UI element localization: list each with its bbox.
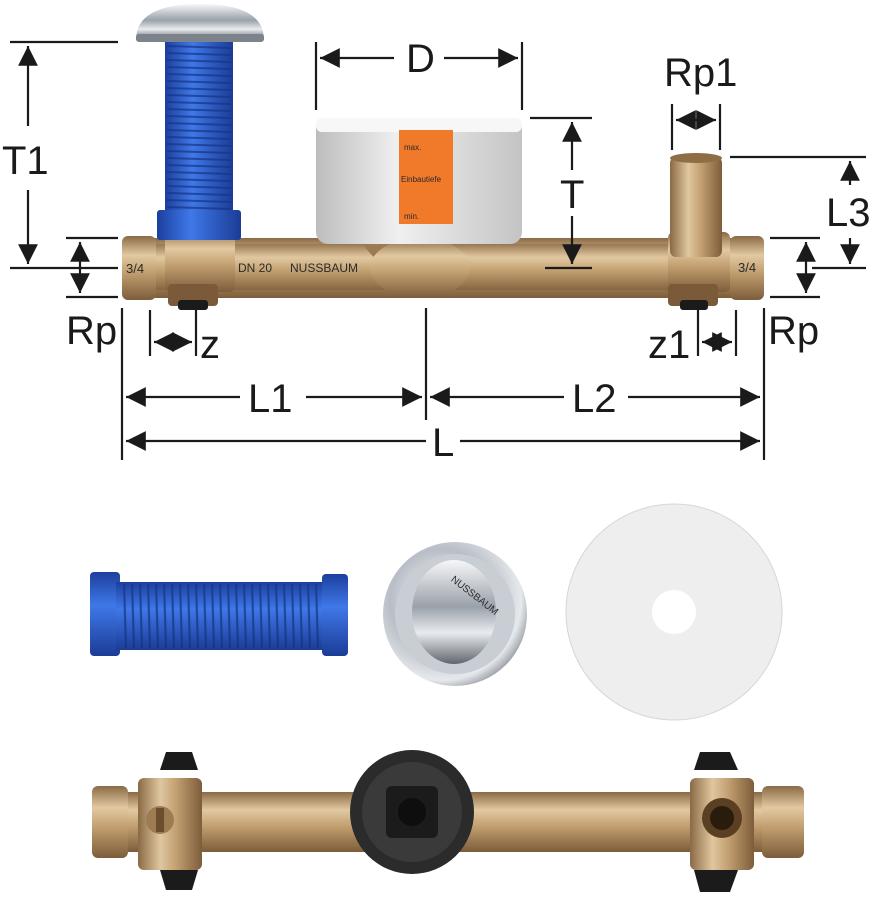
sleeve-rib xyxy=(178,583,184,649)
sleeve-rib xyxy=(166,185,232,189)
sleeve-rib xyxy=(130,583,136,649)
sleeve-rib xyxy=(166,164,232,168)
depth-label-einbautiefe: Einbautiefe xyxy=(401,175,442,184)
sleeve-rib xyxy=(306,583,312,649)
sleeve-rib xyxy=(166,108,232,112)
depth-label-min: min. xyxy=(404,212,419,221)
depth-label-orange xyxy=(399,130,453,224)
dim-label-t1: T1 xyxy=(2,139,49,183)
sleeve-rib xyxy=(242,583,248,649)
sleeve-rib xyxy=(218,583,224,649)
sleeve-rib xyxy=(166,115,232,119)
sleeve-rib xyxy=(166,192,232,196)
blue-sleeve-vertical xyxy=(157,38,241,240)
dim-label-z1: z1 xyxy=(648,323,690,367)
sleeve-rib xyxy=(186,583,192,649)
dim-label-rp-left: Rp xyxy=(66,309,117,353)
sleeve-rib xyxy=(166,143,232,147)
sleeve-rib xyxy=(166,171,232,175)
body-marking-left-thread: 3/4 xyxy=(126,261,144,276)
dim-label-rp1: Rp1 xyxy=(664,51,737,95)
insulation-disc xyxy=(565,503,783,721)
body-marking-dn: DN 20 xyxy=(238,261,272,275)
sleeve-rib xyxy=(170,583,176,649)
sleeve-rib xyxy=(266,583,272,649)
sleeve-rib xyxy=(166,73,232,77)
sleeve-rib xyxy=(234,583,240,649)
dimension-lines: T1 Rp D T Rp1 L3 Rp xyxy=(2,37,871,465)
body-marking-brand: NUSSBAUM xyxy=(290,261,358,275)
sleeve-rib xyxy=(166,66,232,70)
chrome-rosette: NUSSBAUM xyxy=(383,542,527,686)
dim-label-rp-right: Rp xyxy=(768,309,819,353)
body-marking-right-thread: 3/4 xyxy=(738,260,756,275)
mounting-clip-left xyxy=(168,284,218,310)
sleeve-rib xyxy=(166,129,232,133)
mounting-clip-right xyxy=(668,284,718,310)
dim-label-l2: L2 xyxy=(572,377,617,421)
sleeve-rib xyxy=(298,583,304,649)
chrome-cap xyxy=(136,4,264,42)
sleeve-rib xyxy=(166,87,232,91)
dim-label-l3: L3 xyxy=(826,191,871,235)
sleeve-rib xyxy=(154,583,160,649)
riser-pipe xyxy=(670,153,722,257)
sleeve-rib xyxy=(166,206,232,210)
sleeve-rib xyxy=(282,583,288,649)
sleeve-rib xyxy=(314,583,320,649)
sleeve-rib xyxy=(290,583,296,649)
accessories: NUSSBAUM xyxy=(90,503,783,721)
dim-label-z: z xyxy=(200,323,220,367)
dim-label-l1: L1 xyxy=(248,377,293,421)
sleeve-rib xyxy=(166,52,232,56)
sleeve-rib xyxy=(166,101,232,105)
sleeve-rib xyxy=(210,583,216,649)
sleeve-rib xyxy=(202,583,208,649)
sleeve-rib xyxy=(166,150,232,154)
dim-label-l: L xyxy=(432,421,454,465)
insulation-box: max. Einbautiefe min. xyxy=(316,118,522,244)
sleeve-rib xyxy=(166,59,232,63)
sleeve-rib xyxy=(166,122,232,126)
sleeve-rib xyxy=(166,157,232,161)
sleeve-rib xyxy=(162,583,168,649)
sleeve-rib xyxy=(166,199,232,203)
central-insert xyxy=(350,750,474,874)
sleeve-rib xyxy=(122,583,128,649)
sleeve-rib xyxy=(166,178,232,182)
top-assembly: 3/4 DN 20 NUSSBAUM 3/4 max. Einbautiefe … xyxy=(122,4,764,310)
dim-label-t: T xyxy=(560,173,584,217)
sleeve-rib xyxy=(166,80,232,84)
sleeve-rib xyxy=(166,136,232,140)
bottom-assembly xyxy=(92,750,804,892)
blue-sleeve-horizontal xyxy=(90,572,348,656)
sleeve-rib xyxy=(250,583,256,649)
sleeve-rib xyxy=(166,45,232,49)
valve-block-left xyxy=(138,752,202,890)
sleeve-rib xyxy=(274,583,280,649)
sleeve-rib xyxy=(194,583,200,649)
sleeve-rib xyxy=(226,583,232,649)
outlet-block-right xyxy=(690,752,754,892)
depth-label-max: max. xyxy=(404,143,421,152)
sleeve-rib xyxy=(258,583,264,649)
dim-label-d: D xyxy=(406,37,435,81)
sleeve-rib xyxy=(146,583,152,649)
sleeve-rib xyxy=(138,583,144,649)
sleeve-rib xyxy=(166,94,232,98)
